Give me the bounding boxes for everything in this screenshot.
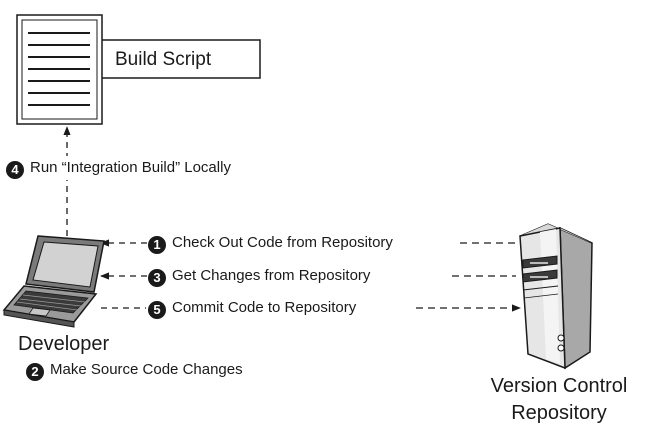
step-5-label: 5 Commit Code to Repository bbox=[148, 300, 356, 319]
step-3-text: Get Changes from Repository bbox=[172, 267, 371, 284]
step-2-text: Make Source Code Changes bbox=[50, 361, 243, 378]
step-3-number-badge: 3 bbox=[148, 269, 166, 287]
step-3-label: 3 Get Changes from Repository bbox=[148, 268, 370, 287]
step-1-number-badge: 1 bbox=[148, 236, 166, 254]
step-5-number-badge: 5 bbox=[148, 301, 166, 319]
developer-label: Developer bbox=[18, 333, 110, 355]
step-1-text: Check Out Code from Repository bbox=[172, 234, 393, 251]
step-2-number-badge: 2 bbox=[26, 363, 44, 381]
step-1-label: 1 Check Out Code from Repository bbox=[148, 235, 393, 254]
step-4-text: Run “Integration Build” Locally bbox=[30, 159, 231, 176]
step-4-number-badge: 4 bbox=[6, 161, 24, 179]
build-script-label: Build Script bbox=[115, 49, 212, 70]
repository-label-line-1: Version Control bbox=[490, 375, 628, 397]
step-2-label: 2 Make Source Code Changes bbox=[26, 362, 243, 381]
server-icon bbox=[519, 223, 593, 370]
step-4-label: 4 Run “Integration Build” Locally bbox=[6, 160, 231, 179]
laptop-icon bbox=[2, 235, 105, 328]
repository-label-line-2: Repository bbox=[511, 402, 607, 424]
step-5-text: Commit Code to Repository bbox=[172, 299, 357, 316]
build-script-document-icon bbox=[16, 14, 103, 125]
